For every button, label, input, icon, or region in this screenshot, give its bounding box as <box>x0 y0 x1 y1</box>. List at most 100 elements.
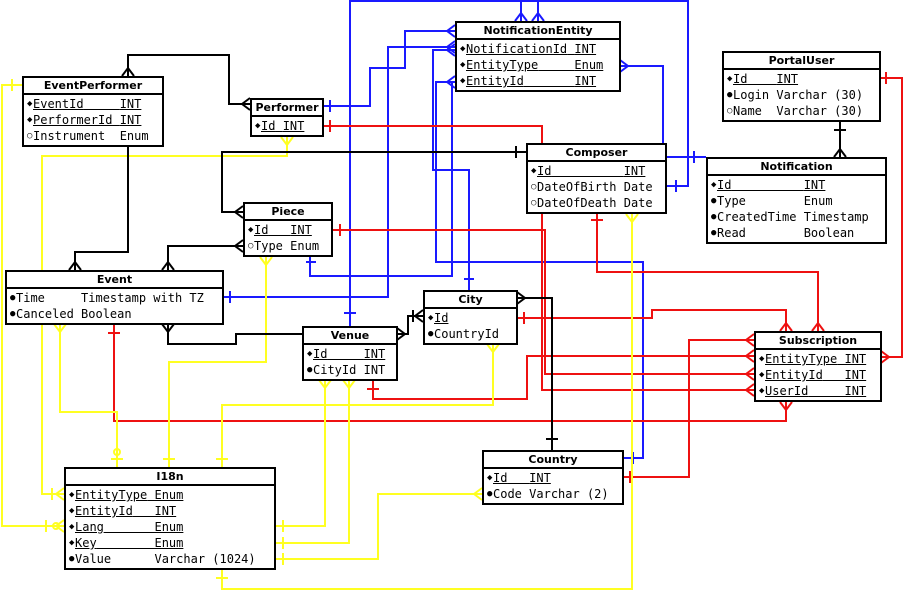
attribute-name: Id <box>254 223 269 237</box>
attribute-row: ●Login Varchar (30) <box>727 87 877 103</box>
attribute-row: ●Type Enum <box>711 193 883 209</box>
entity-title: Notification <box>708 159 885 176</box>
entity-i18n[interactable]: I18n◆EntityType Enum◆EntityId INT◆Lang E… <box>64 467 276 570</box>
attribute-name: Type <box>717 194 746 208</box>
attribute-list: ◆Id INT●Login Varchar (30)○Name Varchar … <box>724 70 879 120</box>
attribute-type: Timestamp <box>803 210 869 224</box>
entity-title: I18n <box>66 469 274 486</box>
black-line-ep-performer <box>127 54 250 105</box>
entity-city[interactable]: City◆Id●CountryId <box>423 290 518 345</box>
attribute-name: Lang <box>75 520 104 534</box>
attribute-list: ◆Id INT●CityId INT <box>304 345 396 379</box>
entity-title: Performer <box>252 100 322 117</box>
attribute-list: ◆EntityType Enum◆EntityId INT◆Lang Enum◆… <box>66 486 274 568</box>
attribute-marker-icon: ○ <box>727 106 733 116</box>
attribute-name: Instrument <box>33 129 106 143</box>
attribute-name: Login <box>733 88 770 102</box>
attribute-row: ○Type Enum <box>248 238 329 254</box>
key-marker-icon: ◆ <box>711 180 717 190</box>
attribute-list: ◆Id INT○Type Enum <box>245 221 331 255</box>
entity-title: Subscription <box>756 333 880 350</box>
attribute-marker-icon: ● <box>711 196 717 206</box>
attribute-name: EntityType <box>765 352 838 366</box>
attribute-name: PerformerId <box>33 113 113 127</box>
attribute-type: Enum <box>290 239 320 253</box>
attribute-type: Varchar (30) <box>776 104 864 118</box>
attribute-type: Varchar (30) <box>776 88 864 102</box>
attribute-row: ◆NotificationId INT <box>460 41 617 57</box>
attribute-name: Read <box>717 226 746 240</box>
attribute-row: ○Instrument Enum <box>27 128 160 144</box>
attribute-name: EntityId <box>765 368 823 382</box>
attribute-row: ◆Id INT <box>531 163 663 179</box>
entity-notification[interactable]: Notification◆Id INT●Type Enum●CreatedTim… <box>706 157 887 244</box>
attribute-marker-icon: ○ <box>248 241 254 251</box>
entity-performer[interactable]: Performer◆Id INT <box>250 98 324 137</box>
entity-country[interactable]: Country◆Id INT●Code Varchar (2) <box>482 450 624 505</box>
yellow-line-venue-i18n-a <box>275 380 326 527</box>
red-line-piece-subscription <box>333 229 754 375</box>
blue-line-venue-notificationentity <box>349 0 689 326</box>
blue-line-country-ne <box>435 81 644 459</box>
entity-title: PortalUser <box>724 53 879 70</box>
entity-portal-user[interactable]: PortalUser◆Id INT●Login Varchar (30)○Nam… <box>722 51 881 122</box>
key-marker-icon: ◆ <box>727 74 733 84</box>
key-marker-icon: ◆ <box>759 370 765 380</box>
attribute-list: ◆Id INT <box>252 117 322 135</box>
black-line-composer-piece <box>221 151 526 213</box>
red-line-portaluser-subscription <box>880 77 903 358</box>
entity-composer[interactable]: Composer◆Id INT○DateOfBirth Date○DateOfD… <box>526 143 667 214</box>
attribute-marker-icon: ● <box>10 293 16 303</box>
attribute-name: Id <box>733 72 748 86</box>
attribute-type: INT <box>776 72 799 86</box>
blue-line-piece-ne <box>309 82 453 277</box>
attribute-type: INT <box>803 178 826 192</box>
entity-subscription[interactable]: Subscription◆EntityType INT◆EntityId INT… <box>754 331 882 402</box>
attribute-name: Name <box>733 104 762 118</box>
entity-event[interactable]: Event●Time Timestamp with TZ●Canceled Bo… <box>5 270 224 325</box>
key-marker-icon: ◆ <box>69 490 75 500</box>
attribute-type: Timestamp with TZ <box>81 291 204 305</box>
attribute-type: Enum <box>154 488 184 502</box>
attribute-row: ◆Id INT <box>255 118 320 134</box>
attribute-row: ◆Lang Enum <box>69 519 272 535</box>
entity-title: City <box>425 292 516 309</box>
entity-title: Event <box>7 272 222 289</box>
attribute-name: Time <box>16 291 45 305</box>
entity-title: EventPerformer <box>24 78 162 95</box>
blue-line-city-ne <box>432 49 470 290</box>
attribute-name: Id <box>434 311 449 325</box>
entity-event-performer[interactable]: EventPerformer◆EventId INT◆PerformerId I… <box>22 76 164 147</box>
key-marker-icon: ◆ <box>69 538 75 548</box>
entity-piece[interactable]: Piece◆Id INT○Type Enum <box>243 202 333 257</box>
entity-title: Country <box>484 452 622 469</box>
yellow-line-event-i18n <box>59 324 118 467</box>
attribute-name: Key <box>75 536 97 550</box>
attribute-row: ◆Id INT <box>487 470 620 486</box>
attribute-type: Varchar (2) <box>529 487 609 501</box>
attribute-row: ◆UserId INT <box>759 383 878 399</box>
attribute-row: ○Name Varchar (30) <box>727 103 877 119</box>
attribute-list: ◆Id INT●Type Enum●CreatedTime Timestamp●… <box>708 176 885 242</box>
key-marker-icon: ◆ <box>759 354 765 364</box>
attribute-type: Enum <box>803 194 833 208</box>
attribute-name: Code <box>493 487 522 501</box>
attribute-name: NotificationId <box>466 42 568 56</box>
attribute-row: ●CreatedTime Timestamp <box>711 209 883 225</box>
key-marker-icon: ◆ <box>460 76 466 86</box>
attribute-row: ●Read Boolean <box>711 225 883 241</box>
entity-venue[interactable]: Venue◆Id INT●CityId INT <box>302 326 398 381</box>
attribute-name: UserId <box>765 384 809 398</box>
attribute-row: ◆PerformerId INT <box>27 112 160 128</box>
attribute-row: ◆EntityType INT <box>759 351 878 367</box>
red-line-city-subscription <box>517 309 787 331</box>
attribute-name: DateOfBirth <box>537 180 617 194</box>
attribute-type: Enum <box>154 520 184 534</box>
attribute-marker-icon: ● <box>727 90 733 100</box>
yellow-line-performer-i18n <box>41 136 288 495</box>
attribute-type: INT <box>154 504 177 518</box>
entity-notification-entity[interactable]: NotificationEntity◆NotificationId INT◆En… <box>455 21 621 92</box>
attribute-marker-icon: ● <box>69 554 75 564</box>
attribute-list: ◆EntityType INT◆EntityId INT◆UserId INT <box>756 350 880 400</box>
attribute-type: INT <box>844 384 867 398</box>
